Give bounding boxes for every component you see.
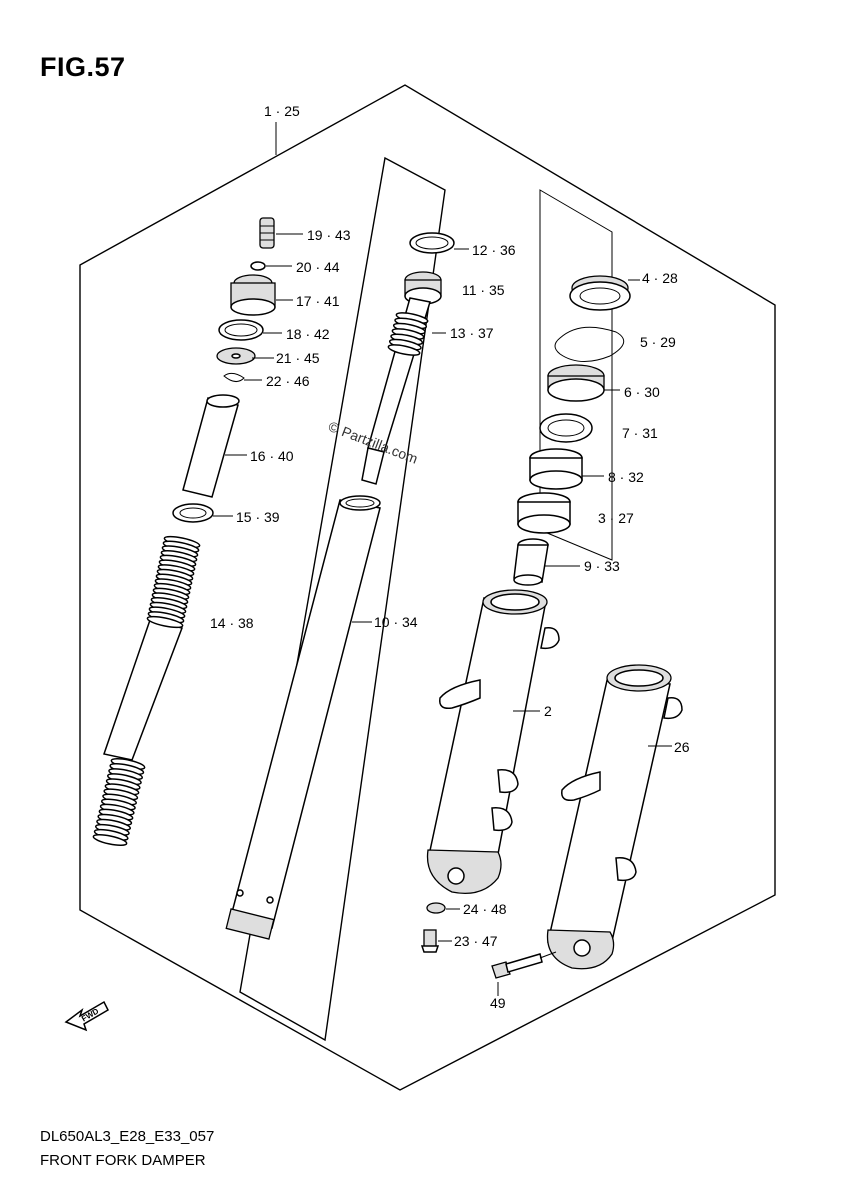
part-26-outer-tube-right	[546, 664, 683, 970]
fwd-arrow-icon: FWD	[64, 1000, 109, 1032]
label-9-33: 9 · 33	[584, 558, 620, 574]
label-8-32: 8 · 32	[608, 469, 644, 485]
label-21-45: 21 · 45	[276, 350, 320, 366]
label-1-25: 1 · 25	[264, 103, 300, 119]
label-10-34: 10 · 34	[374, 614, 418, 630]
label-24-48: 24 · 48	[463, 901, 507, 917]
label-18-42: 18 · 42	[286, 326, 330, 342]
slider-group-boundary	[539, 189, 613, 561]
part-17-cap	[230, 274, 293, 316]
label-12-36: 12 · 36	[472, 242, 516, 258]
part-18-oring	[218, 319, 282, 341]
label-11-35: 11 · 35	[462, 282, 505, 298]
label-22-46: 22 · 46	[266, 373, 310, 389]
part-22-stopper	[223, 372, 262, 382]
diagram-caption: FRONT FORK DAMPER	[40, 1152, 206, 1169]
assembly-boundary	[79, 84, 776, 1091]
part-20-clip	[250, 261, 292, 271]
label-3-27: 3 · 27	[598, 510, 634, 526]
part-15-washer	[172, 503, 233, 523]
label-2: 2	[544, 703, 552, 719]
part-6-oil-seal	[547, 364, 620, 402]
part-49-bolt	[491, 951, 557, 996]
part-16-spacer	[182, 394, 247, 498]
part-9-oil-lock	[513, 538, 580, 586]
label-6-30: 6 · 30	[624, 384, 660, 400]
part-19-valve	[259, 217, 303, 249]
label-7-31: 7 · 31	[622, 425, 658, 441]
label-14-38: 14 · 38	[210, 615, 254, 631]
part-24-washer	[426, 902, 460, 914]
label-4-28: 4 · 28	[642, 270, 678, 286]
label-26: 26	[674, 739, 690, 755]
part-10-inner-tube	[225, 495, 381, 940]
part-7-retainer	[539, 413, 593, 443]
part-5-stopper-ring	[554, 326, 625, 362]
label-19-43: 19 · 43	[307, 227, 351, 243]
part-2-outer-tube-left	[426, 589, 560, 895]
model-code: DL650AL3_E28_E33_057	[40, 1128, 215, 1145]
label-49: 49	[490, 995, 506, 1011]
label-5-29: 5 · 29	[640, 334, 676, 350]
label-15-39: 15 · 39	[236, 509, 280, 525]
label-23-47: 23 · 47	[454, 933, 498, 949]
part-14-spring	[92, 535, 201, 847]
part-8-guide-bushing	[529, 448, 604, 490]
part-21-washer	[216, 347, 274, 365]
part-12-ring	[409, 232, 469, 254]
label-17-41: 17 · 41	[296, 293, 340, 309]
label-13-37: 13 · 37	[450, 325, 494, 341]
part-3-slide-bushing	[517, 492, 571, 534]
label-16-40: 16 · 40	[250, 448, 294, 464]
part-23-bolt	[420, 929, 452, 953]
part-4-dust-seal	[569, 275, 640, 311]
figure-title: FIG.57	[40, 52, 126, 82]
label-20-44: 20 · 44	[296, 259, 340, 275]
part-13-rebound-spring	[387, 312, 429, 356]
